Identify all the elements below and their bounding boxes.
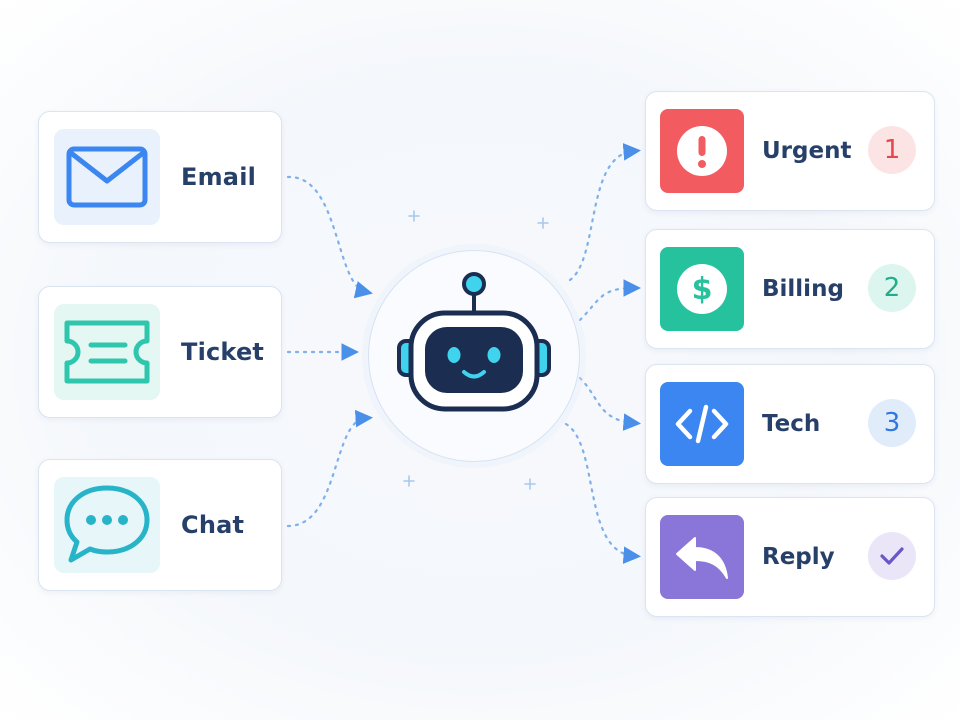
sparkle-decorations	[403, 210, 549, 490]
output-label: Billing	[762, 276, 844, 302]
sparkle-icon	[524, 478, 536, 490]
count-badge: 2	[868, 264, 916, 312]
output-label: Reply	[762, 544, 835, 570]
count-badge: 1	[868, 126, 916, 174]
chat-bubble-icon	[54, 477, 160, 573]
ai-router-hub	[368, 250, 580, 462]
connector-chat-to-hub	[286, 409, 374, 528]
code-icon	[660, 382, 744, 466]
output-card-reply[interactable]: Reply	[645, 497, 935, 617]
connector-hub-to-urgent	[568, 143, 642, 282]
sparkle-icon	[408, 210, 420, 222]
svg-text:$: $	[692, 272, 713, 307]
connector-email-to-hub	[286, 175, 373, 299]
source-card-ticket[interactable]: Ticket	[38, 286, 282, 418]
dollar-icon: $	[660, 247, 744, 331]
connector-hub-to-reply	[564, 422, 642, 564]
exclamation-icon	[660, 109, 744, 193]
connector-hub-to-billing	[578, 279, 642, 322]
output-card-tech[interactable]: Tech 3	[645, 364, 935, 484]
sparkle-icon	[537, 217, 549, 229]
output-card-billing[interactable]: $ Billing 2	[645, 229, 935, 349]
source-card-email[interactable]: Email	[38, 111, 282, 243]
count-badge: 3	[868, 399, 916, 447]
output-card-urgent[interactable]: Urgent 1	[645, 91, 935, 211]
source-card-chat[interactable]: Chat	[38, 459, 282, 591]
reply-arrow-icon	[660, 515, 744, 599]
sparkle-icon	[403, 475, 415, 487]
output-label: Tech	[762, 411, 821, 437]
source-label: Email	[181, 163, 257, 191]
status-badge	[868, 532, 916, 580]
connector-hub-to-tech	[578, 376, 642, 431]
source-label: Ticket	[181, 338, 265, 366]
source-label: Chat	[181, 511, 245, 539]
mail-icon	[54, 129, 160, 225]
checkmark-icon	[880, 547, 904, 565]
output-label: Urgent	[762, 138, 852, 164]
ticket-icon	[54, 304, 160, 400]
robot-icon	[397, 272, 551, 412]
